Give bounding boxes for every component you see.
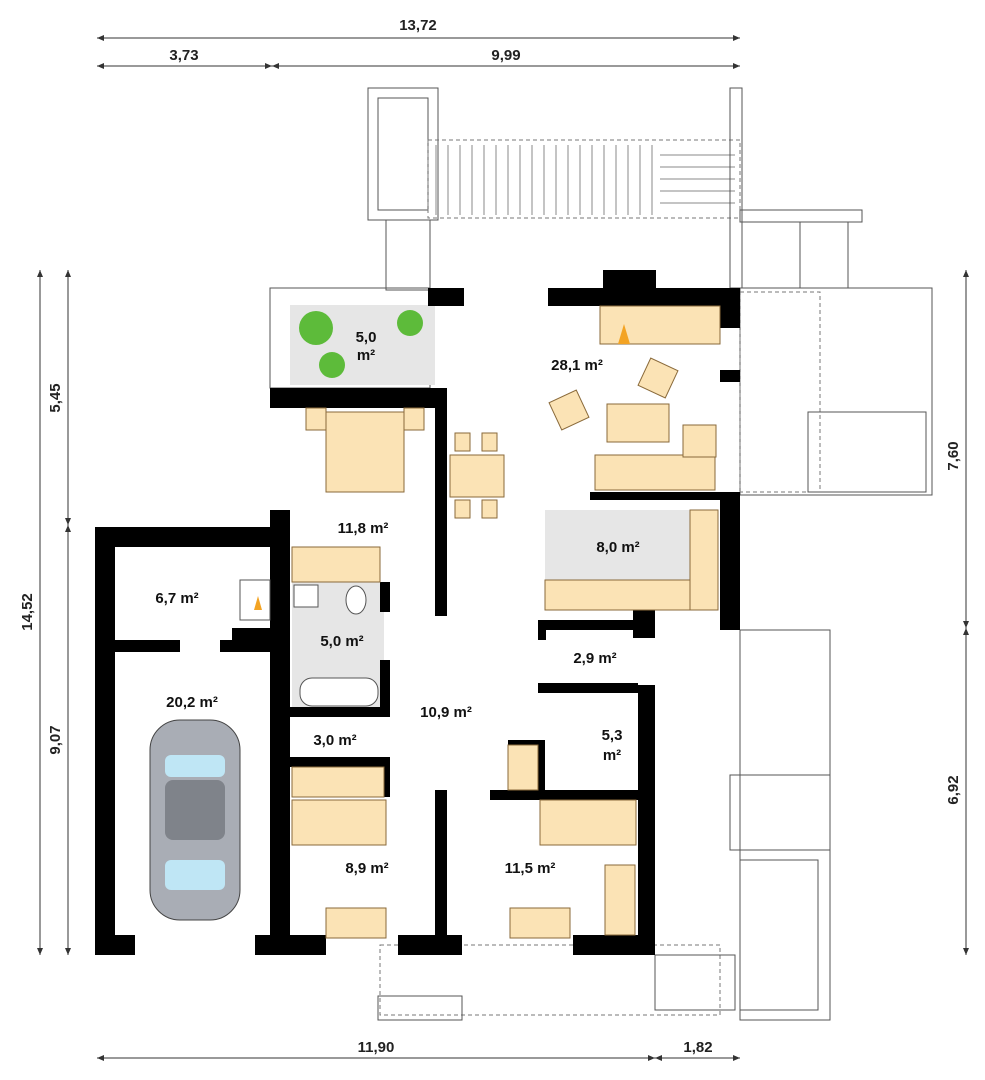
fireplace-icon [254, 324, 630, 610]
room-storage-area: 5,3 [602, 727, 623, 744]
room-living: 28,1 m² [551, 357, 603, 374]
room-storage-unit: m² [603, 747, 621, 764]
dim-right-lower: 6,92 [945, 775, 962, 804]
dim-left-upper: 5,45 [47, 383, 64, 412]
room-boiler: 6,7 m² [155, 590, 198, 607]
dim-top-left: 3,73 [169, 47, 198, 64]
room-wc: 2,9 m² [573, 650, 616, 667]
walls [95, 270, 740, 955]
kitchen-floor [545, 510, 690, 580]
plant-icon [299, 310, 423, 378]
room-corridor: 3,0 m² [313, 732, 356, 749]
room-hall: 10,9 m² [420, 704, 472, 721]
car-icon [149, 719, 241, 921]
dimension-lines [37, 35, 969, 1061]
room-bedroom-left: 8,9 m² [345, 860, 388, 877]
room-winter-garden-area: 5,0 [356, 329, 377, 346]
dim-right-upper: 7,60 [945, 441, 962, 470]
room-bedroom-right: 11,5 m² [505, 860, 556, 877]
dim-left-total: 14,52 [19, 593, 36, 631]
dim-left-lower: 9,07 [47, 725, 64, 754]
room-kitchen: 8,0 m² [596, 539, 639, 556]
dim-bottom-right: 1,82 [683, 1039, 712, 1056]
room-bedroom-main: 11,8 m² [338, 520, 389, 537]
dim-top-right: 9,99 [491, 47, 520, 64]
dim-bottom-left: 11,90 [358, 1039, 395, 1056]
dim-top-total: 13,72 [399, 17, 437, 34]
furniture [149, 305, 721, 939]
room-bathroom: 5,0 m² [320, 633, 363, 650]
room-garage: 20,2 m² [166, 694, 218, 711]
room-winter-garden-unit: m² [357, 347, 375, 364]
